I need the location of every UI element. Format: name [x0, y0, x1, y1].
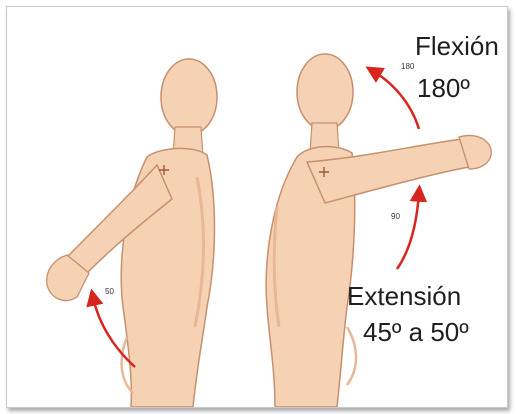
flexion-value: 180º	[417, 73, 470, 103]
degree-180-label: 180	[401, 62, 415, 71]
diagram-frame: 50 180 90	[6, 6, 508, 408]
degree-90-label: 90	[391, 212, 400, 221]
flexion-title: Flexión	[415, 31, 499, 61]
arrow-flexion-lower-icon	[397, 193, 419, 269]
shoulder-motion-diagram: 50 180 90	[7, 7, 507, 407]
left-figure-icon	[47, 59, 217, 407]
arrow-flexion-upper-icon	[373, 71, 419, 129]
degree-50-label: 50	[105, 287, 114, 296]
extension-value: 45º a 50º	[363, 317, 469, 347]
extension-title: Extensión	[347, 281, 461, 311]
right-figure-icon	[266, 54, 491, 407]
